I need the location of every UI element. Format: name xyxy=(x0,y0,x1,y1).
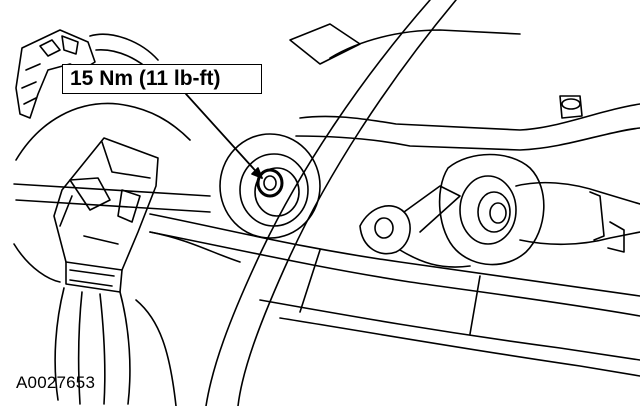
torque-callout: 15 Nm (11 lb-ft) xyxy=(62,64,262,94)
harness-connector xyxy=(53,137,159,405)
left-block-outline xyxy=(13,102,241,406)
sweeping-tube xyxy=(205,0,457,406)
frame-rail xyxy=(13,183,640,377)
fastener-boss xyxy=(219,133,321,239)
torque-label: 15 Nm (11 lb-ft) xyxy=(70,67,221,90)
callout-leader xyxy=(185,93,263,179)
right-housing xyxy=(289,23,640,268)
top-left-connector xyxy=(15,29,163,119)
figure-id: A0027653 xyxy=(16,373,96,392)
